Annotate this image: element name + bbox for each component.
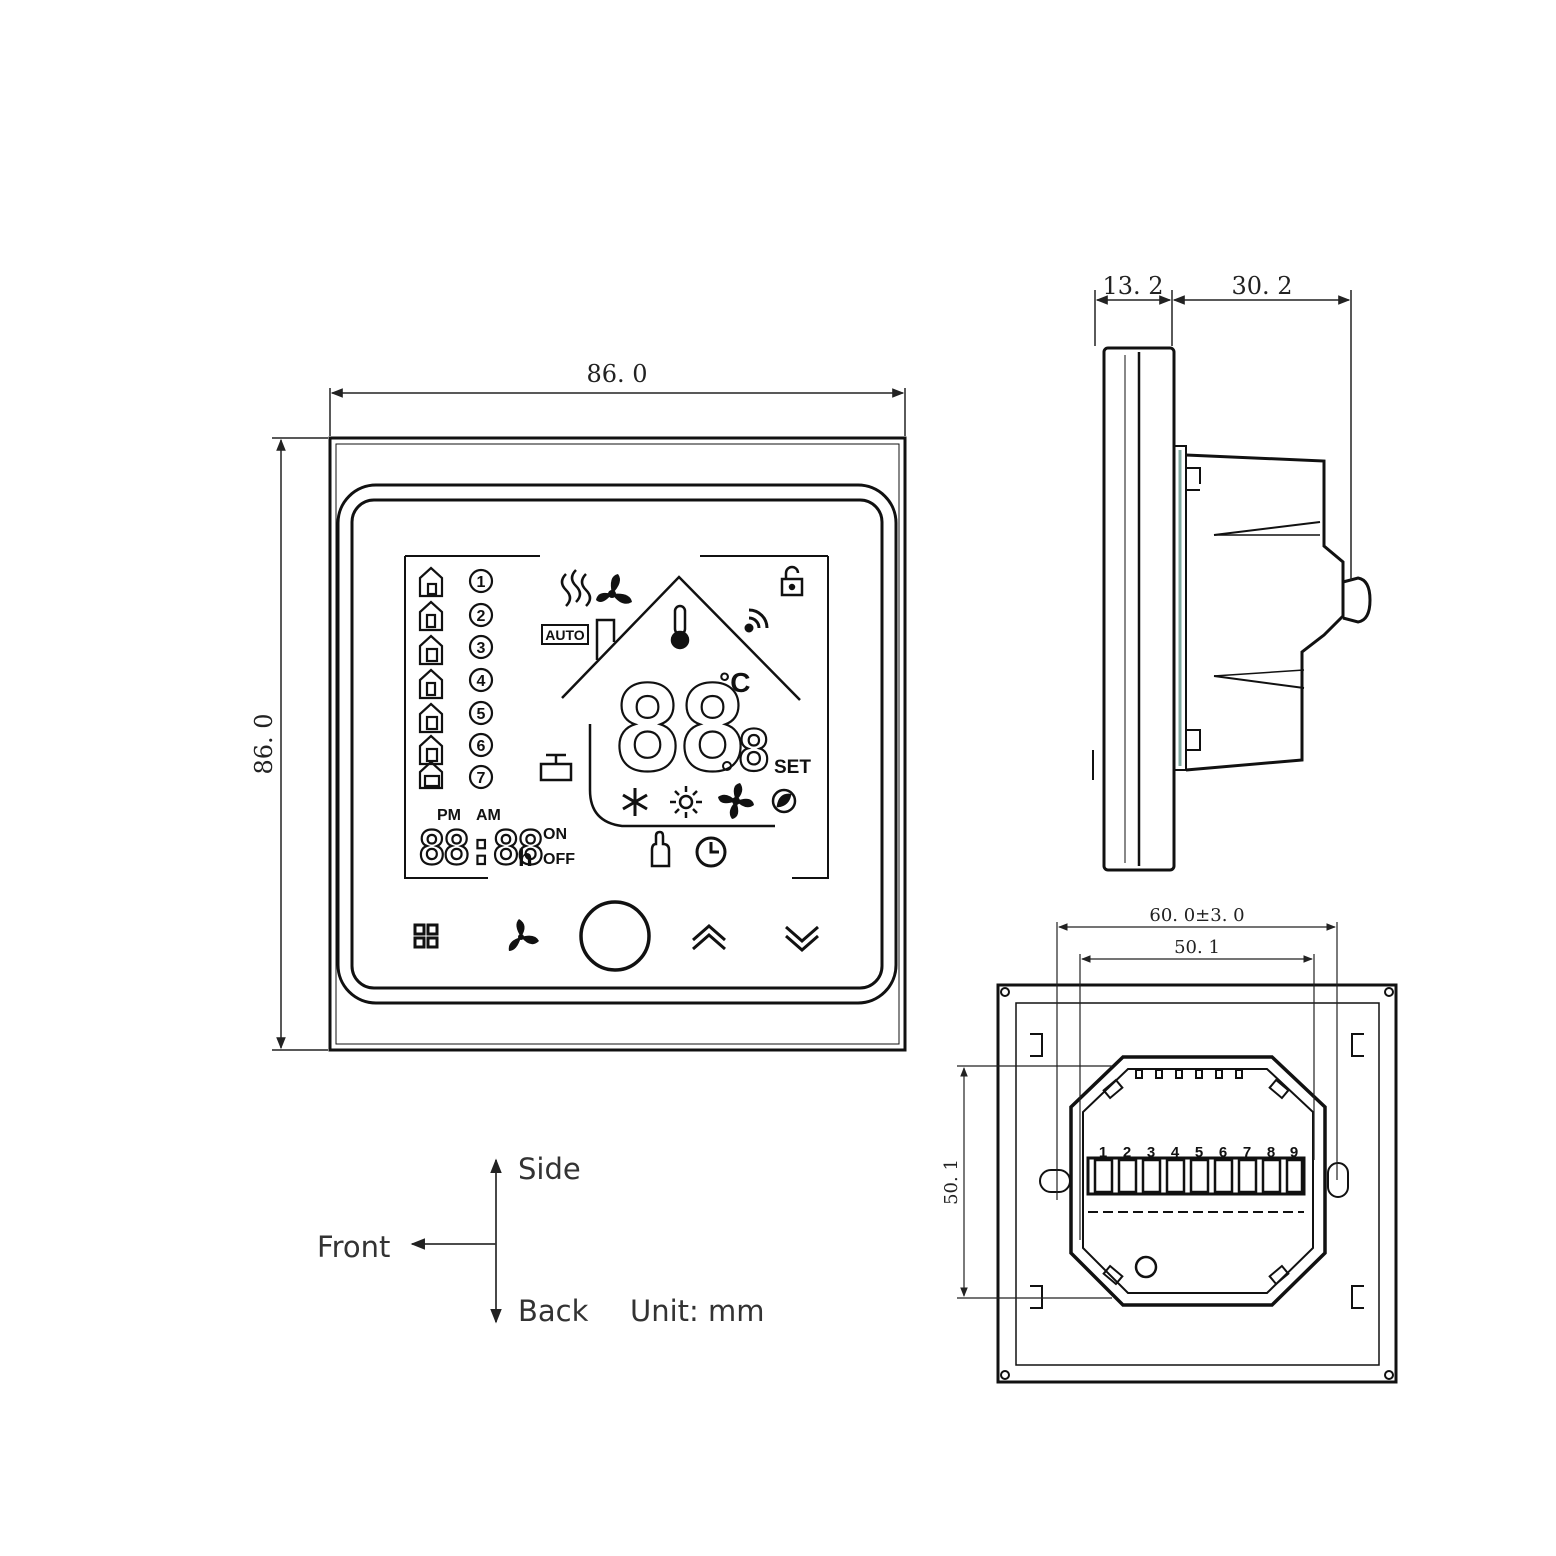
back-outer-width-label: 60. 0±3. 0: [1149, 905, 1244, 926]
terminal-number: 7: [1243, 1144, 1251, 1161]
menu-icon: [413, 923, 439, 949]
decimal-digit: 8: [737, 719, 771, 784]
terminal-number: 2: [1123, 1144, 1131, 1161]
terminal-number: 3: [1147, 1144, 1155, 1161]
orientation-legend: Side Front Back Unit: mm: [317, 1152, 765, 1328]
svg-text:AUTO: AUTO: [545, 627, 585, 643]
house-outline: [561, 575, 801, 828]
program-number: 6: [468, 732, 494, 758]
clock-icon: [695, 836, 727, 868]
back-height-label: 50. 1: [941, 1159, 962, 1205]
terminal-number: 1: [1099, 1144, 1107, 1161]
program-number: 5: [468, 700, 494, 726]
side-label: Side: [518, 1152, 581, 1186]
valve-icon: [539, 753, 573, 782]
home-program-icon: [418, 634, 444, 666]
program-number: 2: [468, 602, 494, 628]
up-chevron-icon: [692, 924, 726, 951]
back-dimensions: 60. 0±3. 0 50. 1 50. 1: [941, 905, 1338, 1299]
front-view: [328, 436, 907, 1052]
hour-suffix: h: [518, 845, 533, 872]
unit-label: Unit: mm: [630, 1294, 765, 1328]
side-depth-dimensions: 13. 2 30. 2: [1094, 272, 1352, 580]
side-back-depth-label: 30. 2: [1231, 272, 1292, 300]
wifi-icon: [744, 608, 769, 633]
am-label: AM: [476, 807, 501, 824]
decimal-point: [722, 761, 732, 771]
terminal-number: 5: [1195, 1144, 1203, 1161]
svg-text:3: 3: [477, 640, 486, 657]
thermometer-icon: [670, 604, 690, 650]
temperature-digits: 88: [612, 660, 742, 798]
fan-icon: [508, 919, 539, 951]
front-width-dimension: 86. 0: [329, 360, 906, 436]
fan-button: [508, 919, 539, 951]
svg-text:5: 5: [477, 706, 486, 723]
back-label: Back: [518, 1294, 589, 1328]
program-icons: [418, 566, 444, 790]
clock-digits: 88:88: [418, 821, 542, 875]
front-height-dimension: 86. 0: [250, 437, 328, 1051]
back-inner-width-label: 50. 1: [1174, 937, 1220, 958]
svg-text:2: 2: [477, 608, 486, 625]
home-program-icon: [418, 760, 444, 790]
front-height-label: 86. 0: [250, 713, 278, 774]
lock-icon: [780, 565, 804, 597]
program-number: 3: [468, 634, 494, 660]
sun-icon: [670, 786, 702, 818]
home-program-icon: [418, 600, 444, 632]
home-program-icon: [418, 566, 444, 598]
front-width-label: 86. 0: [586, 360, 647, 388]
program-number: 4: [468, 667, 494, 693]
fan-top-icon: [596, 574, 632, 604]
auto-badge: AUTO: [541, 624, 589, 645]
down-chevron-icon: [785, 925, 819, 952]
down-button: [785, 925, 819, 952]
celsius-label: °C: [719, 667, 750, 698]
off-label: OFF: [543, 851, 575, 868]
svg-text:1: 1: [477, 574, 486, 591]
svg-text:7: 7: [477, 770, 486, 787]
program-number: 1: [468, 568, 494, 594]
terminal-number: 8: [1267, 1144, 1275, 1161]
pm-label: PM: [437, 807, 461, 824]
up-button: [692, 924, 726, 951]
snowflake-icon: [622, 788, 648, 816]
heat-waves-icon: [560, 569, 592, 607]
set-label: SET: [774, 757, 811, 778]
home-program-icon: [418, 668, 444, 700]
terminal-numbers: 1 2 3 4 5 6 7 8 9: [1099, 1144, 1298, 1161]
home-program-icon: [418, 702, 444, 734]
power-button: [579, 900, 651, 972]
terminal-number: 6: [1219, 1144, 1227, 1161]
fan-mode-icon: [718, 783, 754, 819]
on-label: ON: [543, 826, 567, 843]
terminal-number: 4: [1171, 1144, 1180, 1161]
front-label: Front: [317, 1230, 390, 1264]
terminal-number: 9: [1290, 1144, 1298, 1161]
side-view: [1092, 346, 1372, 872]
power-icon: [579, 900, 651, 972]
hand-icon: [650, 830, 671, 868]
menu-button: [413, 923, 439, 949]
svg-text:6: 6: [477, 738, 486, 755]
side-front-depth-label: 13. 2: [1102, 272, 1163, 300]
svg-text:4: 4: [477, 673, 486, 690]
program-number: 7: [468, 764, 494, 790]
back-view: [996, 983, 1398, 1384]
eco-icon: [771, 788, 797, 814]
program-numbers: 1 2 3 4 5 6 7: [468, 568, 494, 790]
home-program-icon: [418, 734, 444, 766]
